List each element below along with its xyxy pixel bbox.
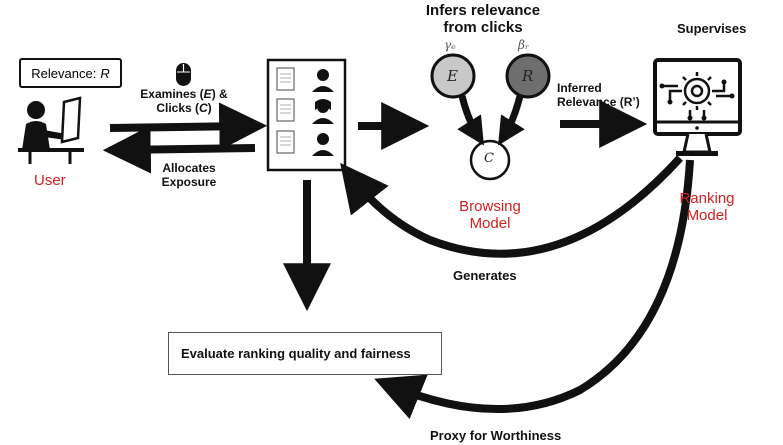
allocates-exposure-arrow — [102, 125, 256, 174]
evaluate-box: Evaluate ranking quality and fairness — [168, 332, 442, 375]
browsing-model-graph — [430, 53, 551, 181]
user-at-computer-icon — [18, 96, 84, 164]
user-label: User — [34, 172, 66, 189]
proxy-worthiness-label: Proxy for Worthiness — [430, 428, 562, 443]
beta-param: βᵣ — [518, 38, 530, 52]
supervises-label: Supervises — [677, 21, 747, 36]
proxy-worthiness-arrow — [374, 159, 694, 420]
relevance-var: R — [100, 65, 110, 81]
relevance-prefix: Relevance: — [31, 65, 97, 81]
ranked-list-icon — [266, 58, 347, 172]
gamma-param: γₑ — [444, 38, 456, 52]
generates-arrow — [340, 155, 683, 258]
relevance-bubble: Relevance: R — [19, 58, 122, 88]
evaluate-label: Evaluate ranking quality and fairness — [181, 346, 411, 361]
node-c-label: C — [484, 151, 494, 166]
node-r — [505, 53, 551, 99]
examines-clicks-arrow — [109, 102, 268, 151]
mouse-icon — [176, 63, 191, 86]
node-e — [430, 53, 476, 99]
generates-label: Generates — [453, 268, 517, 283]
node-c — [469, 139, 511, 181]
ranking-model-computer-icon — [653, 58, 742, 156]
examines-clicks-label: Examines (E) & Clicks (C) — [140, 87, 228, 115]
node-r-label: R — [522, 67, 534, 85]
node-e-label: E — [447, 67, 458, 85]
